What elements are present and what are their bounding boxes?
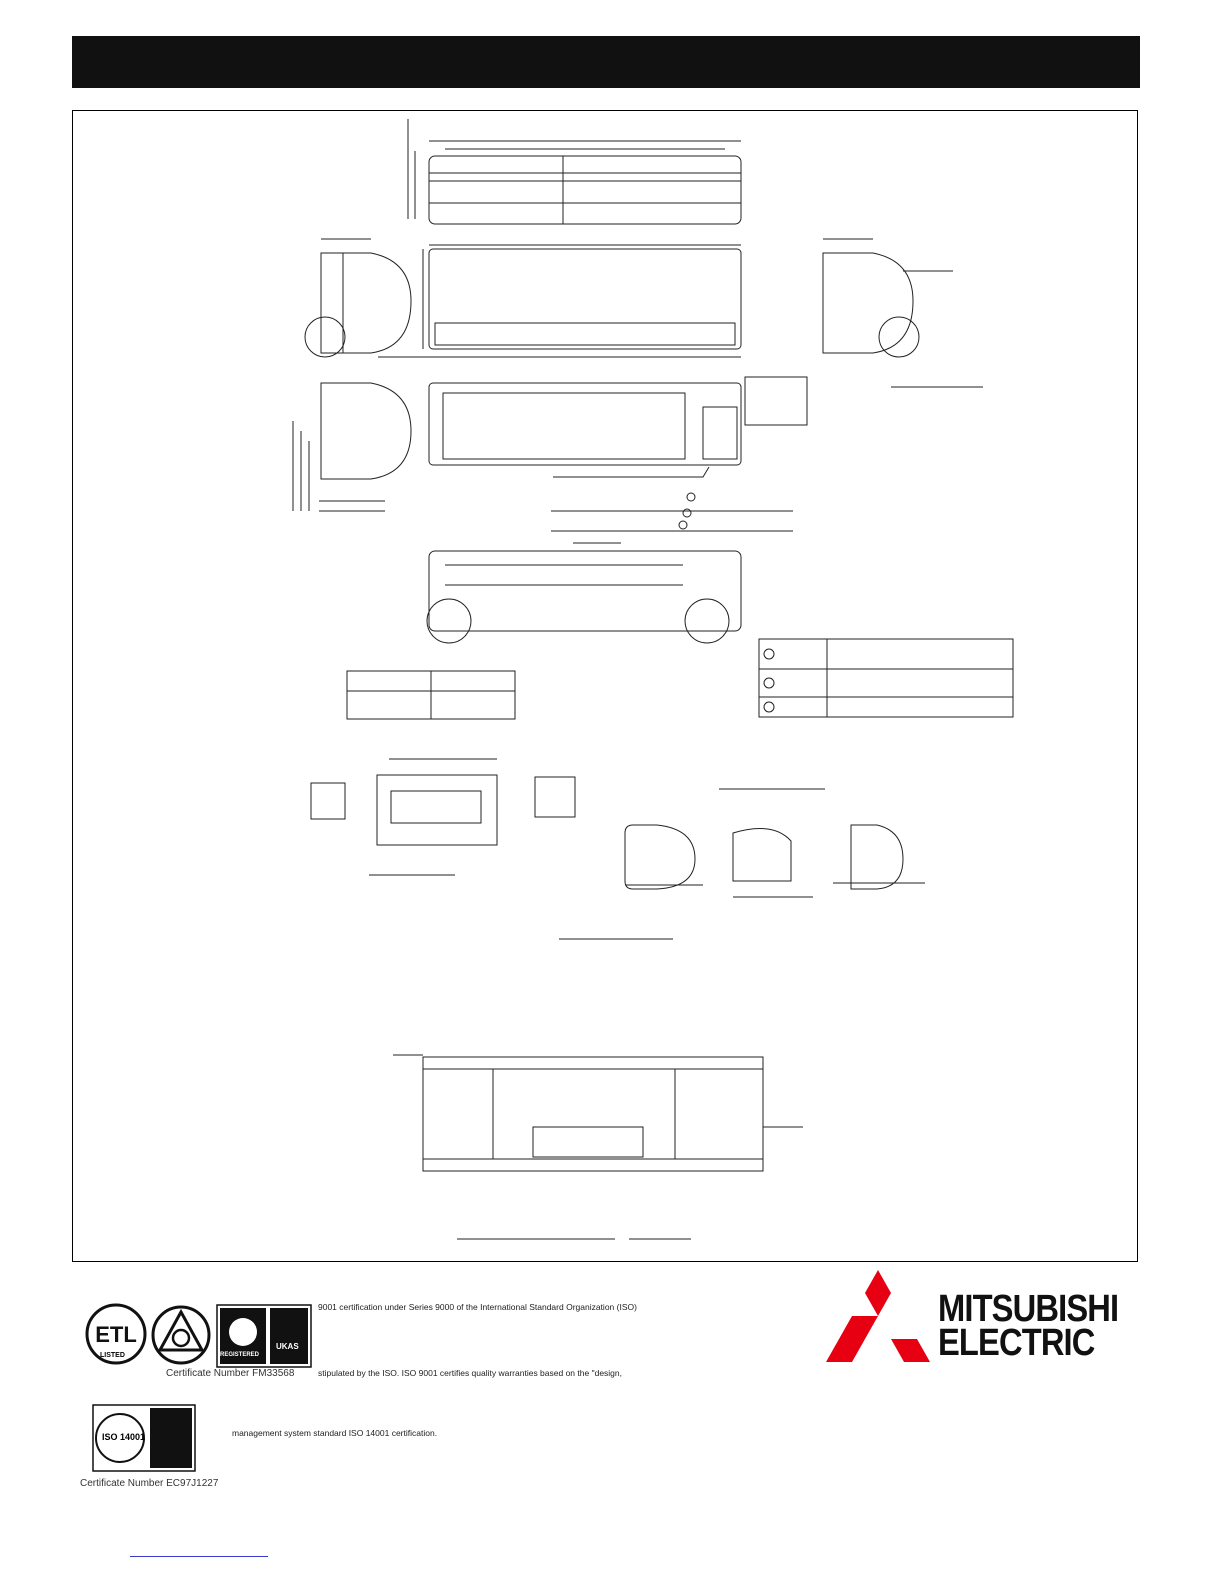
registered-quality-logo: REGISTERED UKAS <box>216 1304 312 1368</box>
ukas-logo-text: UKAS <box>276 1342 299 1351</box>
right-side-view <box>822 238 983 388</box>
registered-logo-text: REGISTERED <box>220 1352 260 1358</box>
iso14001-certificate-number: Certificate Number EC97J1227 <box>80 1478 219 1489</box>
footer-link-underline[interactable] <box>130 1556 268 1557</box>
spec-table-left <box>346 670 516 720</box>
iso9001-text-line1: 9001 certification under Series 9000 of … <box>318 1302 637 1312</box>
mitsubishi-three-diamonds-logo <box>826 1270 930 1362</box>
etl-listed-logo: ETL LISTED <box>82 1302 152 1368</box>
iso14001-text-line: management system standard ISO 14001 cer… <box>232 1428 438 1438</box>
header-bar <box>72 36 1140 88</box>
unit-top-view <box>407 119 742 225</box>
left-side-view <box>304 238 412 358</box>
unit-bottom-view <box>426 542 742 644</box>
brand-name-line2: ELECTRIC <box>938 1322 1095 1364</box>
technical-drawing <box>292 119 1014 1240</box>
iso14001-logo: ISO 14001 <box>92 1404 196 1472</box>
triangle-certification-logo <box>150 1302 212 1368</box>
dimension-drawing-frame <box>72 110 1138 1262</box>
svg-text:ETL: ETL <box>95 1322 137 1347</box>
spec-table-right <box>758 638 1014 718</box>
iso9001-certificate-number: Certificate Number FM33568 <box>166 1368 295 1379</box>
iso14001-logo-text: ISO 14001 <box>102 1432 146 1442</box>
brand-name-line1: MITSUBISHI <box>938 1288 1119 1330</box>
unit-rear-view <box>292 376 808 532</box>
mounting-plate-view <box>393 938 803 1240</box>
installation-clearance-views <box>310 758 925 898</box>
iso9001-text-line2: stipulated by the ISO. ISO 9001 certifie… <box>318 1368 622 1378</box>
unit-front-view <box>378 244 742 358</box>
etl-logo-text: LISTED <box>100 1352 125 1359</box>
